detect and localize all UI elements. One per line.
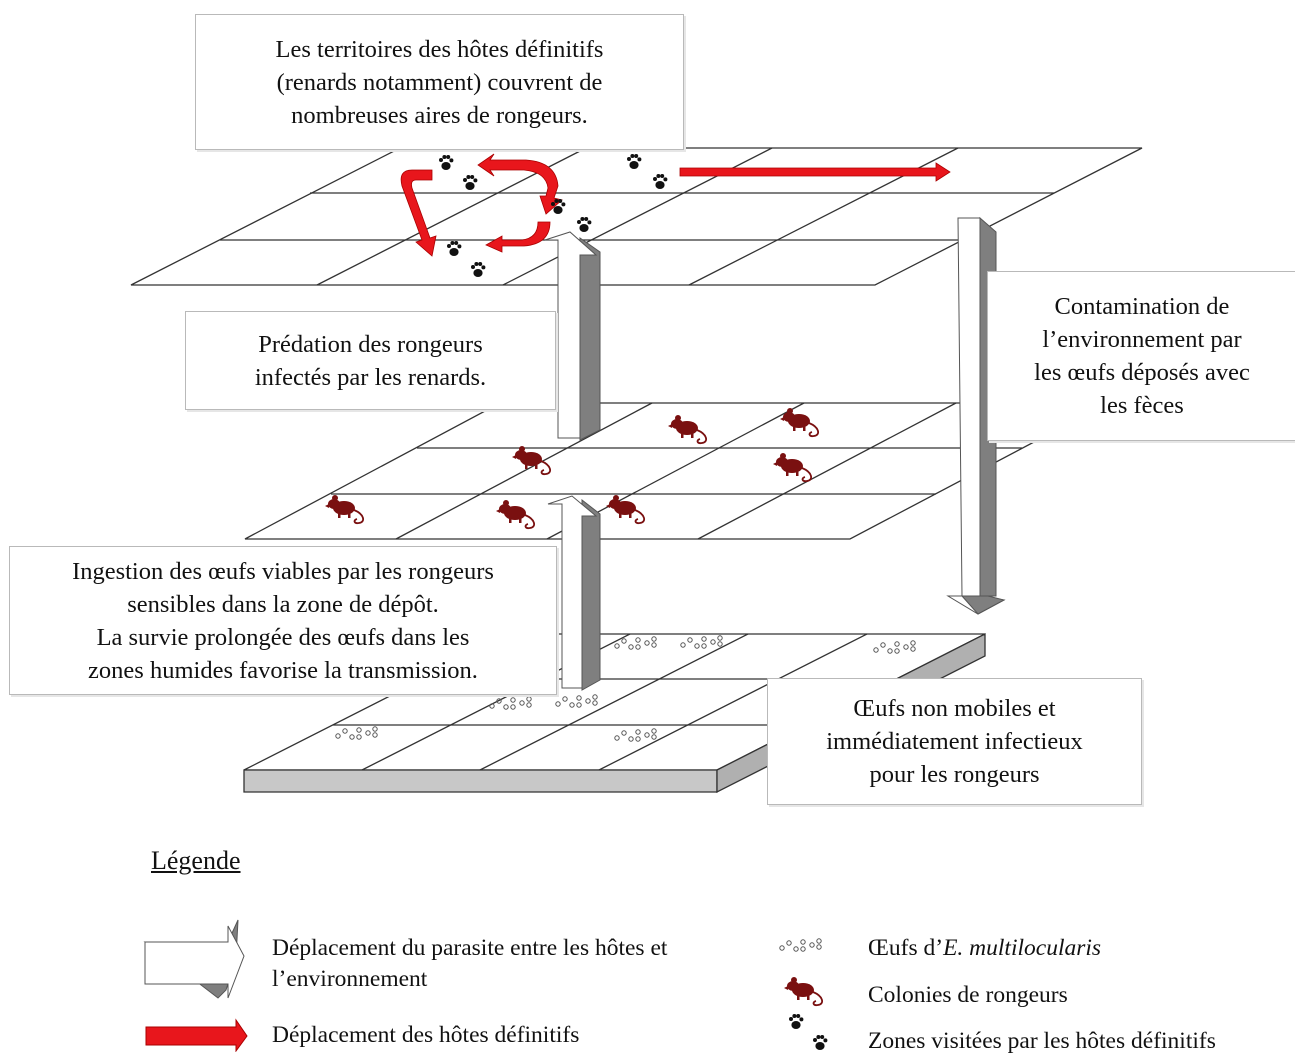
territoires-box: Les territoires des hôtes définitifs (re… [195, 14, 684, 150]
red-arrow-icon [145, 1018, 248, 1052]
oeufs-box: Œufs non mobiles et immédiatement infect… [767, 678, 1142, 805]
ingestion-text: Ingestion des œufs viables par les ronge… [72, 557, 494, 684]
predation-box: Prédation des rongeurs infectés par les … [185, 311, 556, 410]
legend-eggs-species: E. multilocularis [943, 935, 1102, 961]
host-movement-arrows [400, 153, 951, 257]
egg-cluster-icon [779, 938, 822, 952]
contamination-text: Contamination de l’environnement par les… [1034, 293, 1250, 419]
legend-eggs-label: Œufs d’E. multilocularis [868, 933, 1101, 964]
contamination-box: Contamination de l’environnement par les… [987, 271, 1295, 441]
rodent-icon [783, 976, 824, 1007]
ingestion-box: Ingestion des œufs viables par les ronge… [9, 546, 557, 695]
paw-print-icon [789, 1014, 828, 1050]
legend-host-move-label: Déplacement des hôtes définitifs [272, 1022, 580, 1048]
territoires-text: Les territoires des hôtes définitifs (re… [275, 35, 604, 129]
legend-exchange-label: Déplacement du parasite entre les hôtes … [272, 935, 668, 992]
legend-icons [143, 919, 828, 1052]
legend-zones-label: Zones visitées par les hôtes définitifs [868, 1028, 1216, 1054]
oeufs-text: Œufs non mobiles et immédiatement infect… [826, 695, 1083, 788]
exchange-arrows [544, 216, 1006, 691]
legend-eggs-prefix: Œufs d’ [868, 935, 944, 961]
grey-3d-arrow-icon [143, 919, 245, 999]
predation-text: Prédation des rongeurs infectés par les … [254, 330, 487, 391]
legend-title: Légende [151, 846, 241, 875]
legend-rodents-label: Colonies de rongeurs [868, 982, 1068, 1008]
middle-plane [244, 402, 1109, 540]
